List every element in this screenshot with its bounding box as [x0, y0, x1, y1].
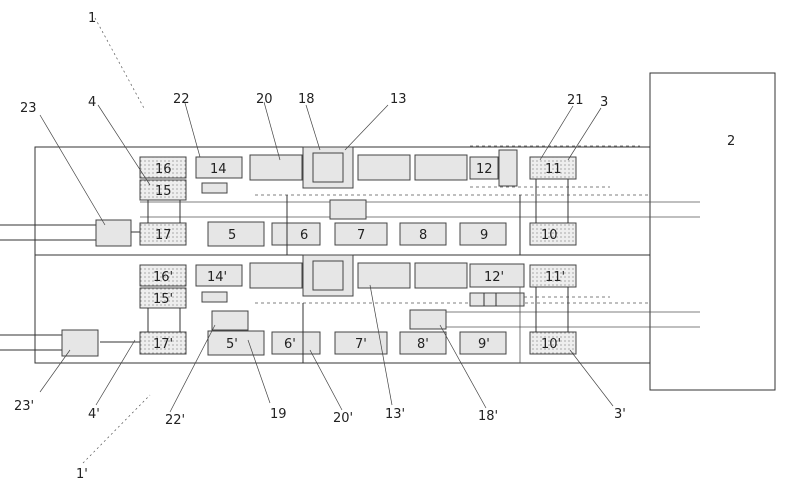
label-12: 12: [476, 162, 493, 177]
station-9: [459, 222, 507, 246]
label-4: 4: [88, 95, 96, 110]
label-1: 1: [88, 11, 96, 26]
label-17p: 17': [153, 337, 173, 352]
station-12: [469, 156, 499, 180]
label-3p: 3': [614, 407, 626, 422]
label-9: 9: [480, 228, 488, 243]
station-7p: [334, 331, 388, 355]
station-5p: [207, 330, 265, 356]
station-16p: [139, 264, 187, 287]
station-11p: [529, 264, 577, 288]
station-9p: [459, 331, 507, 355]
block-2: [649, 72, 776, 391]
label-21: 21: [567, 93, 584, 108]
label-8p: 8': [417, 337, 429, 352]
label-8: 8: [419, 228, 427, 243]
carriage-19: [211, 310, 249, 331]
label-13p: 13': [385, 407, 405, 422]
station-10: [529, 222, 577, 246]
station-12p: [469, 263, 525, 288]
label-10: 10: [541, 228, 558, 243]
label-16p: 16': [153, 270, 173, 285]
connector-12: [498, 149, 518, 187]
label-6: 6: [300, 228, 308, 243]
label-13: 13: [390, 92, 407, 107]
label-22p: 22': [165, 413, 185, 428]
module-lower-b: [357, 262, 411, 289]
device-23p: [61, 329, 99, 357]
label-2: 2: [727, 134, 735, 149]
carriage-18p: [409, 309, 447, 330]
label-14p: 14': [207, 270, 227, 285]
station-17: [139, 222, 187, 246]
station-10p: [529, 331, 577, 355]
station-6: [271, 222, 321, 246]
station-11: [529, 156, 577, 180]
label-16: 16: [155, 162, 172, 177]
label-1p: 1': [76, 467, 88, 482]
label-3: 3: [600, 95, 608, 110]
label-5p: 5': [226, 337, 238, 352]
label-6p: 6': [284, 337, 296, 352]
module-upper-a: [249, 154, 303, 181]
label-9p: 9': [478, 337, 490, 352]
label-5: 5: [228, 228, 236, 243]
label-12p: 12': [484, 270, 504, 285]
station-7: [334, 222, 388, 246]
station-14: [195, 156, 243, 179]
module-upper-c: [414, 154, 468, 181]
station-15: [139, 179, 187, 201]
module-upper-b: [357, 154, 411, 181]
station-15p: [139, 287, 187, 309]
module-lower-a: [249, 262, 303, 289]
label-17: 17: [155, 228, 172, 243]
station-5: [207, 221, 265, 247]
label-14: 14: [210, 162, 227, 177]
label-18: 18: [298, 92, 315, 107]
connector-12p: [469, 292, 525, 307]
module-lower-c: [414, 262, 468, 289]
label-11p: 11': [545, 270, 565, 285]
label-11: 11: [545, 162, 562, 177]
label-15p: 15': [153, 292, 173, 307]
station-8: [399, 222, 447, 246]
station-17p: [139, 331, 187, 355]
box-15p-side: [201, 291, 228, 303]
station-6p: [271, 331, 321, 355]
label-20: 20: [256, 92, 273, 107]
device-23: [95, 219, 132, 247]
label-22: 22: [173, 92, 190, 107]
label-23: 23: [20, 101, 37, 116]
label-10p: 10': [541, 337, 561, 352]
label-23p: 23': [14, 399, 34, 414]
label-7: 7: [357, 228, 365, 243]
label-19: 19: [270, 407, 287, 422]
box-15-side: [201, 182, 228, 194]
station-14p: [195, 264, 243, 287]
carriage-upper: [329, 199, 367, 220]
station-16: [139, 156, 187, 179]
label-20p: 20': [333, 411, 353, 426]
label-15: 15: [155, 184, 172, 199]
label-7p: 7': [355, 337, 367, 352]
label-18p: 18': [478, 409, 498, 424]
station-8p: [399, 331, 447, 355]
label-4p: 4': [88, 407, 100, 422]
